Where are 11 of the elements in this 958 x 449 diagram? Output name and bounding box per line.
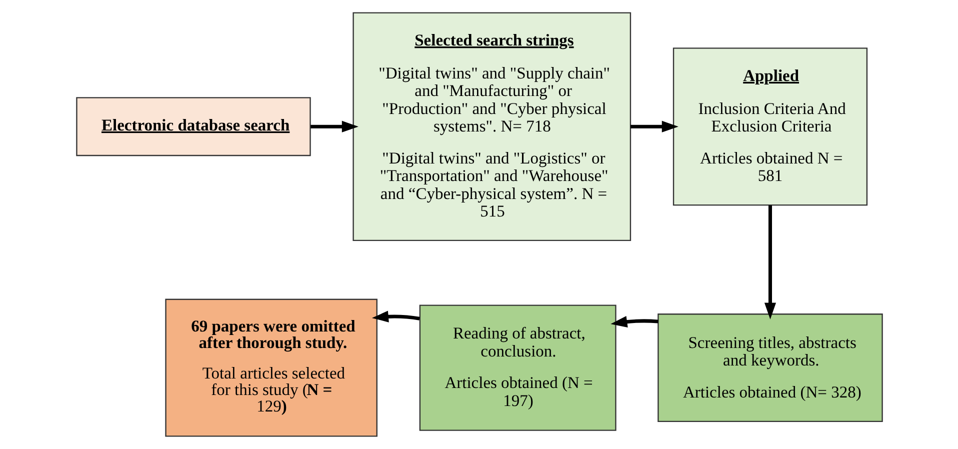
arrow — [310, 120, 358, 132]
arrow — [610, 316, 658, 328]
node-box: Screening titles, abstracts and keywords. Articles obtained (N= 328) — [657, 314, 882, 422]
arrow — [764, 205, 776, 320]
node-box: Reading of abstract, conclusion. Articles obtained (N = 197) — [418, 304, 616, 431]
node-box: Electronic database search — [76, 97, 310, 156]
node-box: Applied Inclusion Criteria And Exclusion Criteria Articles obtained N = 581 — [672, 48, 868, 206]
arrow — [371, 310, 420, 322]
arrow — [630, 120, 678, 132]
node-box: Selected search strings "Digital twins" and "Supply chain" and "Manufacturing" or "Production" and "Cyber physical systems". N= 718 "Digital twins" and "Logistics" or "Transportation" and "Warehouse" and “Cyber-physical system”. N = 515 — [352, 12, 631, 242]
node-box: 69 papers were omitted after thorough study. Total articles selected for this study (N = 129) — [164, 298, 377, 437]
